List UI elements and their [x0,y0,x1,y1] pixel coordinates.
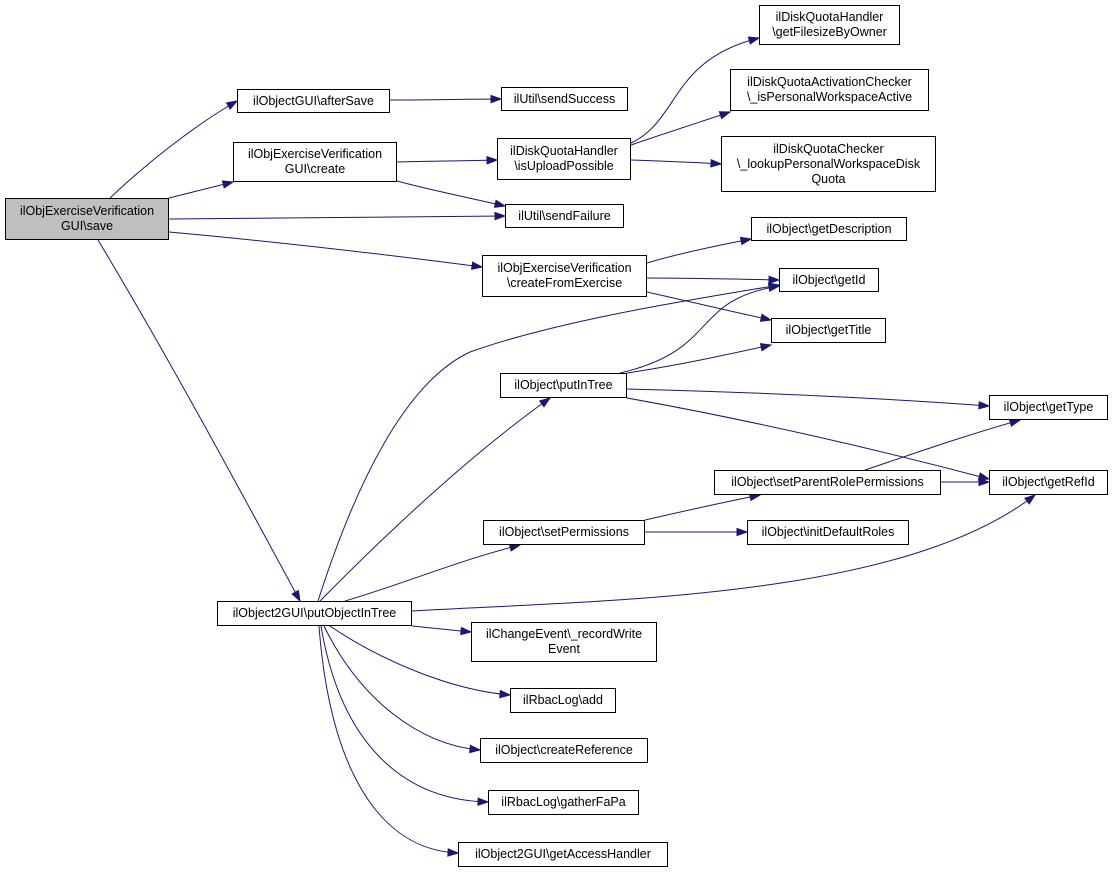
node-object2gui-getaccesshandler[interactable]: ilObject2GUI\getAccessHandler [458,842,668,867]
node-object-createreference[interactable]: ilObject\createReference [480,738,648,763]
edge-setperm-to-initdefaultroles-arrowhead [736,527,749,537]
edge-pot-to-getrefid-arrowhead [1024,494,1037,505]
edge-pot-to-setpermissions [344,544,521,602]
node-objectgui-aftersave[interactable]: ilObjectGUI\afterSave [237,89,390,113]
edge-isupload-to-lookupquota [630,159,722,165]
edge-cfe-to-gettitle-arrowhead [759,313,773,322]
node-changeevent-recordwriteevent[interactable]: ilChangeEvent\_recordWrite Event [471,622,657,662]
edge-create-to-sendfailure [396,180,506,207]
edge-save-to-putobjectintree-arrowhead [291,589,301,603]
edge-create-to-isuploadpossible [396,159,498,163]
edge-setperm-to-setparentroleperm [644,494,761,521]
edge-putintree-to-getrefid [626,397,990,480]
node-object-getid[interactable]: ilObject\getId [779,268,879,292]
node-rbaclog-gatherfapa[interactable]: ilRbacLog\gatherFaPa [488,790,639,815]
edge-setparent-to-gettype [864,419,1021,471]
edge-save-to-sendfailure [168,215,506,220]
edge-pot-to-createreference [323,625,481,751]
node-rbaclog-add[interactable]: ilRbacLog\add [510,688,616,713]
edge-putintree-to-getid [619,285,780,374]
edge-save-to-createfromexercise [168,231,483,268]
edge-isupload-to-getfilesize [630,37,760,144]
edge-pot-to-gatherfapa [320,625,489,803]
node-object-setparentrolepermissions[interactable]: ilObject\setParentRolePermissions [714,470,941,495]
edge-pot-to-gatherfapa-arrowhead [477,797,490,806]
edge-isupload-to-getfilesize-arrowhead [747,36,761,45]
edge-save-to-aftersave-arrowhead [225,100,239,110]
edge-isupload-to-isworkspaceactive-arrowhead [718,111,732,120]
node-util-sendfailure[interactable]: ilUtil\sendFailure [505,204,624,228]
node-objexerciseverification-createfromexercise[interactable]: ilObjExerciseVerification \createFromExe… [482,255,647,297]
edge-setparent-to-getrefid-arrowhead [978,477,991,487]
edge-pot-to-recordwrite-arrowhead [460,626,473,636]
node-object-getdescription[interactable]: ilObject\getDescription [751,217,907,241]
edge-putintree-to-gettitle [626,344,772,374]
edge-aftersave-to-sendsuccess-arrowhead [490,94,503,104]
edge-pot-to-putintree [319,397,551,602]
edge-isupload-to-lookupquota-arrowhead [710,159,723,168]
edge-save-to-sendfailure-arrowhead [494,211,507,221]
node-diskquotahandler-getfilesizebyowner[interactable]: ilDiskQuotaHandler \getFilesizeByOwner [759,5,900,45]
edge-save-to-aftersave [109,100,238,199]
edge-save-to-create-arrowhead [221,180,235,189]
edge-putintree-to-getid-arrowhead [767,283,781,292]
edge-pot-to-rbacadd [329,625,511,696]
node-diskquotahandler-isuploadpossible[interactable]: ilDiskQuotaHandler \isUploadPossible [497,138,631,180]
node-object-initdefaultroles[interactable]: ilObject\initDefaultRoles [747,520,909,545]
edge-pot-to-getrefid [411,494,1036,612]
edge-cfe-to-getid-arrowhead [768,275,781,285]
node-objexerciseverificationgui-create[interactable]: ilObjExerciseVerification GUI\create [233,142,397,182]
node-object-setpermissions[interactable]: ilObject\setPermissions [483,520,645,545]
edge-cfe-to-getid [646,277,780,281]
edge-pot-to-getaccesshandler [318,625,459,854]
edge-save-to-create [168,181,234,199]
edge-isupload-to-isworkspaceactive [630,111,731,146]
edge-create-to-sendfailure-arrowhead [493,199,507,208]
node-object-gettitle[interactable]: ilObject\getTitle [771,318,886,343]
node-diskquotachecker-lookuppersonalworkspacediskquota[interactable]: ilDiskQuotaChecker \_lookupPersonalWorks… [721,136,936,192]
edge-pot-to-getaccesshandler-arrowhead [447,848,460,857]
node-object-getrefid[interactable]: ilObject\getRefId [989,470,1108,495]
node-object-gettype[interactable]: ilObject\getType [989,395,1108,420]
edge-cfe-to-getdescription [646,238,752,264]
edge-save-to-createfromexercise-arrowhead [471,261,484,270]
edge-putintree-to-getrefid-arrowhead [977,472,991,481]
edge-setparent-to-gettype-arrowhead [1008,418,1022,428]
node-object2gui-putobjectintree[interactable]: ilObject2GUI\putObjectInTree [217,601,412,626]
node-objexerciseverificationgui-save[interactable]: ilObjExerciseVerification GUI\save [5,198,169,240]
edge-pot-to-setpermissions-arrowhead [508,543,522,552]
edge-putintree-to-gettype [626,388,990,407]
edge-cfe-to-gettitle [646,291,772,321]
edge-putintree-to-gettitle-arrowhead [759,343,773,352]
edge-pot-to-rbacadd-arrowhead [499,689,512,699]
edge-aftersave-to-sendsuccess [389,98,502,101]
node-util-sendsuccess[interactable]: ilUtil\sendSuccess [501,87,628,111]
edge-create-to-isuploadpossible-arrowhead [486,155,499,165]
edge-putintree-to-gettype-arrowhead [978,400,991,410]
edge-cfe-to-getdescription-arrowhead [739,236,753,246]
edge-pot-to-createreference-arrowhead [469,744,482,754]
edge-pot-to-getid [317,284,780,602]
node-object-putintree[interactable]: ilObject\putInTree [500,373,627,398]
edge-save-to-putobjectintree [97,239,301,602]
node-diskquotaactivationchecker-ispersonalworkspaceactive[interactable]: ilDiskQuotaActivationChecker \_isPersona… [730,69,929,111]
edge-pot-to-putintree-arrowhead [538,397,552,408]
